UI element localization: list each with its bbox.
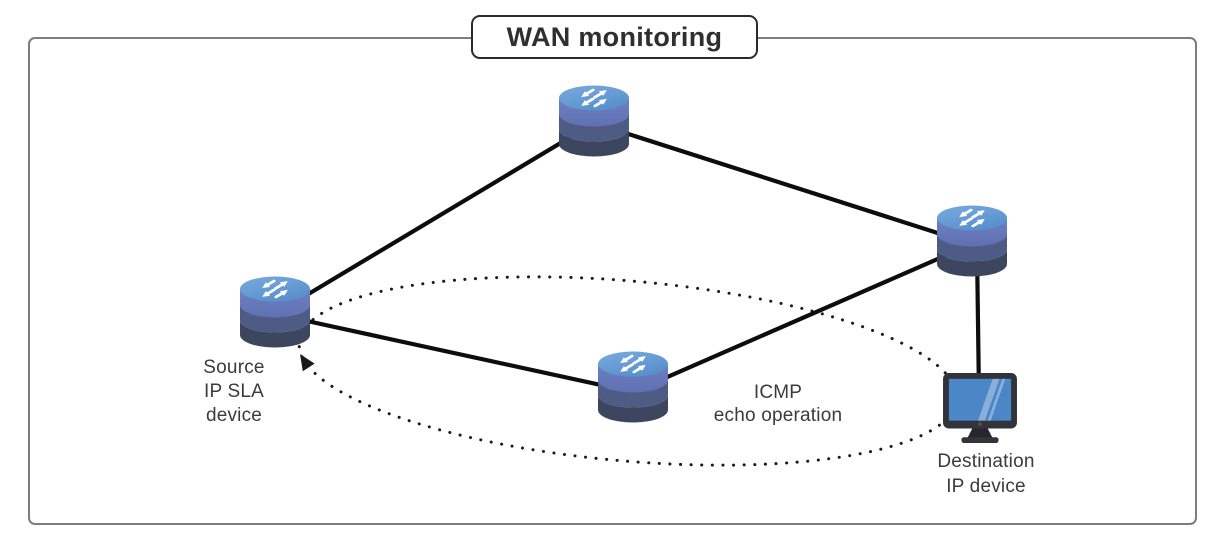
source-device-label: Source IP SLA device	[154, 356, 314, 428]
destination-device-label: Destination IP device	[906, 449, 1066, 499]
source-label-line1: Source	[203, 357, 265, 378]
destination-monitor	[943, 373, 1017, 444]
right-router	[937, 206, 1007, 277]
middle-router	[598, 352, 668, 423]
source-label-line3: device	[205, 405, 263, 426]
link-source-to-middle	[274, 311, 634, 395]
icmp-label-line1: ICMP	[753, 382, 803, 403]
icmp-label-line2: echo operation	[713, 405, 843, 426]
top-router	[559, 86, 629, 157]
source-router	[240, 277, 310, 348]
link-middle-to-right	[632, 242, 973, 394]
source-label-line2: IP SLA	[204, 381, 264, 402]
link-top-to-source	[273, 121, 596, 316]
destination-label-line1: Destination	[937, 451, 1035, 472]
destination-label-line2: IP device	[946, 476, 1026, 497]
icmp-return-arrowhead-icon	[300, 354, 315, 372]
wan-links	[273, 120, 982, 396]
link-top-to-right	[593, 120, 973, 247]
diagram-title-box: WAN monitoring	[471, 15, 758, 59]
diagram-title: WAN monitoring	[506, 21, 723, 52]
icmp-echo-label: ICMP echo operation	[697, 381, 859, 427]
